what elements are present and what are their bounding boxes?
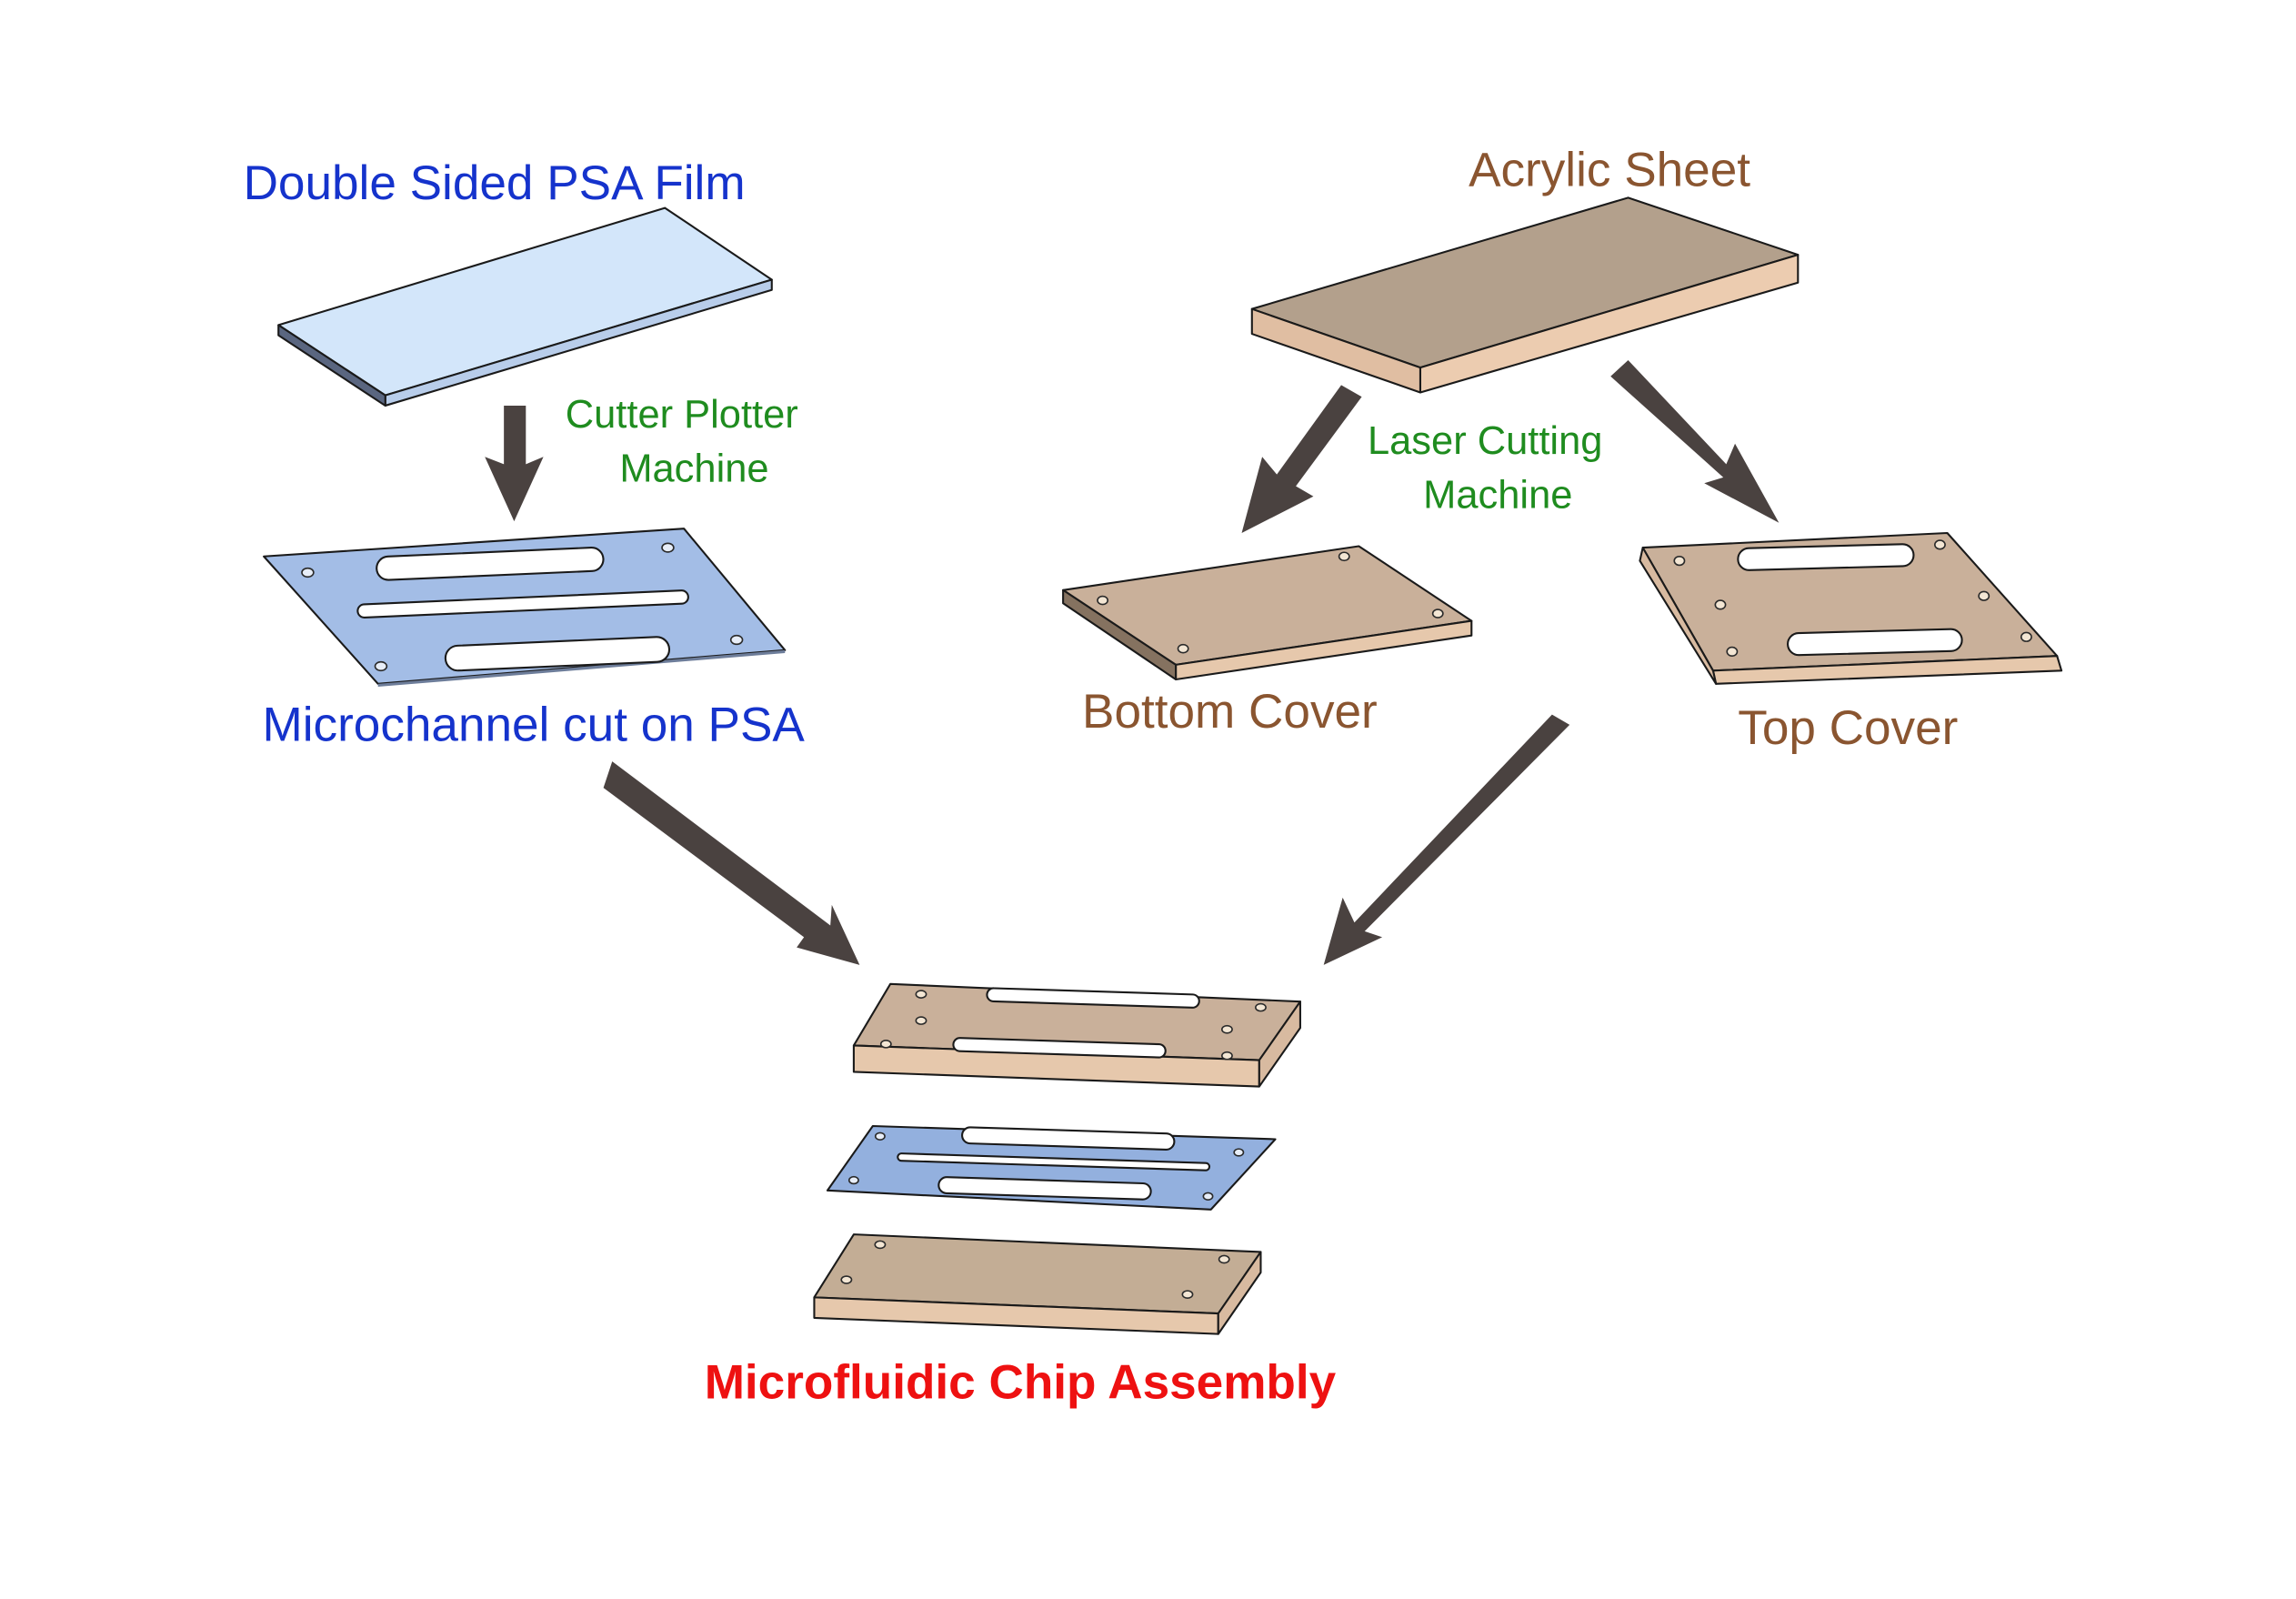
assembly-bottom-cover: [813, 1233, 1262, 1335]
cutter-plotter-label-line1: Cutter Plotter: [566, 393, 798, 437]
top-cover-channel: [1787, 628, 1963, 657]
assembly-top-cover: [852, 982, 1301, 1088]
psa-film-sheet: [277, 206, 773, 407]
psa-cut-plate: [263, 528, 787, 688]
covers-to-assembly-arrow: [1323, 714, 1570, 965]
acrylic-sheet: [1250, 196, 1800, 394]
cutter-plotter-arrow: [485, 405, 544, 522]
psa-channel: [376, 547, 605, 581]
top-cover-label: Top Cover: [1738, 701, 1958, 755]
laser-arrow-to-bottom-cover: [1241, 385, 1362, 533]
bottom-cover-plate: [1062, 545, 1473, 681]
laser-cutting-label-line2: Machine: [1423, 474, 1572, 518]
psa-film-label: Double Sided PSA Film: [244, 156, 746, 210]
top-cover-plate: [1639, 531, 2063, 685]
laser-arrow-to-top-cover: [1610, 360, 1780, 523]
bottom-cover-label: Bottom Cover: [1082, 685, 1378, 739]
psa-channel: [356, 589, 689, 618]
laser-cutting-label-line1: Laser Cutting: [1368, 419, 1602, 463]
assembly-label: Microfluidic Chip Assembly: [705, 1355, 1337, 1409]
top-cover-channel: [1737, 543, 1915, 571]
acrylic-sheet-label: Acrylic Sheet: [1469, 143, 1750, 196]
psa-cut-label: Microchannel cut on PSA: [263, 699, 806, 752]
cutter-plotter-label-line2: Machine: [619, 448, 768, 491]
psa-to-assembly-arrow: [603, 761, 860, 965]
psa-channel: [444, 636, 671, 672]
assembly-psa-layer: [826, 1124, 1277, 1211]
